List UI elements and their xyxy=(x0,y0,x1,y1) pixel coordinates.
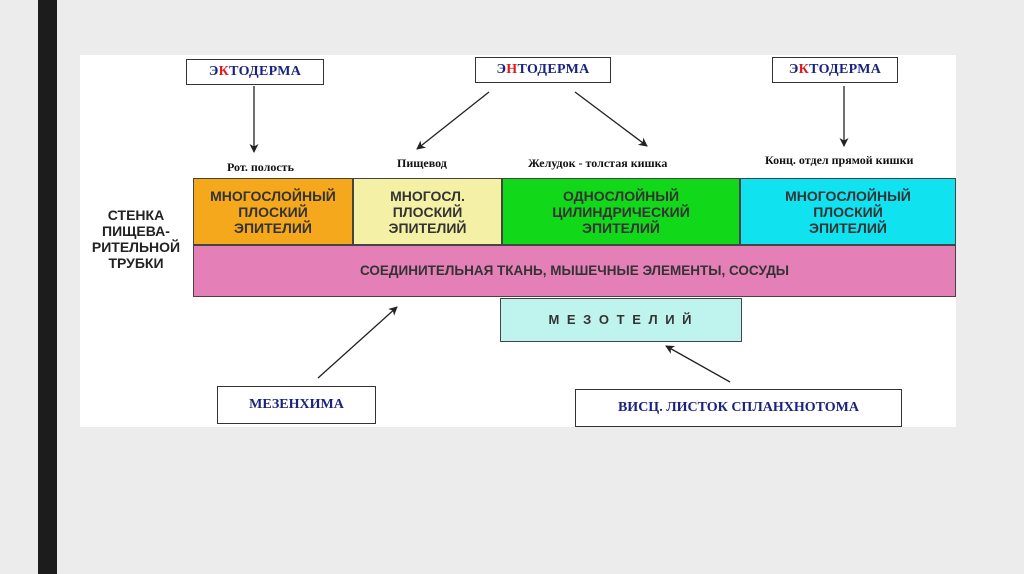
epithelium-mouth: МНОГОСЛОЙНЫЙ ПЛОСКИЙ ЭПИТЕЛИЙ xyxy=(193,178,353,245)
epithelium-stomach: ОДНОСЛОЙНЫЙ ЦИЛИНДРИЧЕСКИЙ ЭПИТЕЛИЙ xyxy=(502,178,740,245)
epithelium-esophagus: МНОГОСЛ. ПЛОСКИЙ ЭПИТЕЛИЙ xyxy=(353,178,502,245)
caption-stomach: Желудок - толстая кишка xyxy=(528,156,668,170)
epithelium-rectum: МНОГОСЛОЙНЫЙ ПЛОСКИЙ ЭПИТЕЛИЙ xyxy=(740,178,956,245)
arrow-mesenchyme-to-tissue xyxy=(317,306,398,379)
caption-mouth: Рот. полость xyxy=(227,160,294,174)
caption-rectum: Конц. отдел прямой кишки xyxy=(765,153,914,167)
arrow-endoderm-to-stomach xyxy=(574,91,648,147)
arrow-splanchnotome-to-mesothelium xyxy=(665,345,731,383)
splanchnotome-box: ВИСЦ. ЛИСТОК СПЛАНХНОТОМА xyxy=(575,389,902,427)
tube-wall-label: СТЕНКА ПИЩЕВА-РИТЕЛЬНОЙ ТРУБКИ xyxy=(91,207,181,271)
slide-left-bar xyxy=(38,0,57,574)
arrow-endoderm-to-esophagus xyxy=(416,91,490,150)
mesothelium-box: М Е З О Т Е Л И Й xyxy=(500,298,742,342)
connective-tissue-band: СОЕДИНИТЕЛЬНАЯ ТКАНЬ, МЫШЕЧНЫЕ ЭЛЕМЕНТЫ,… xyxy=(193,245,956,297)
mesenchyme-box: МЕЗЕНХИМА xyxy=(217,386,376,424)
caption-esophagus: Пищевод xyxy=(397,156,447,170)
